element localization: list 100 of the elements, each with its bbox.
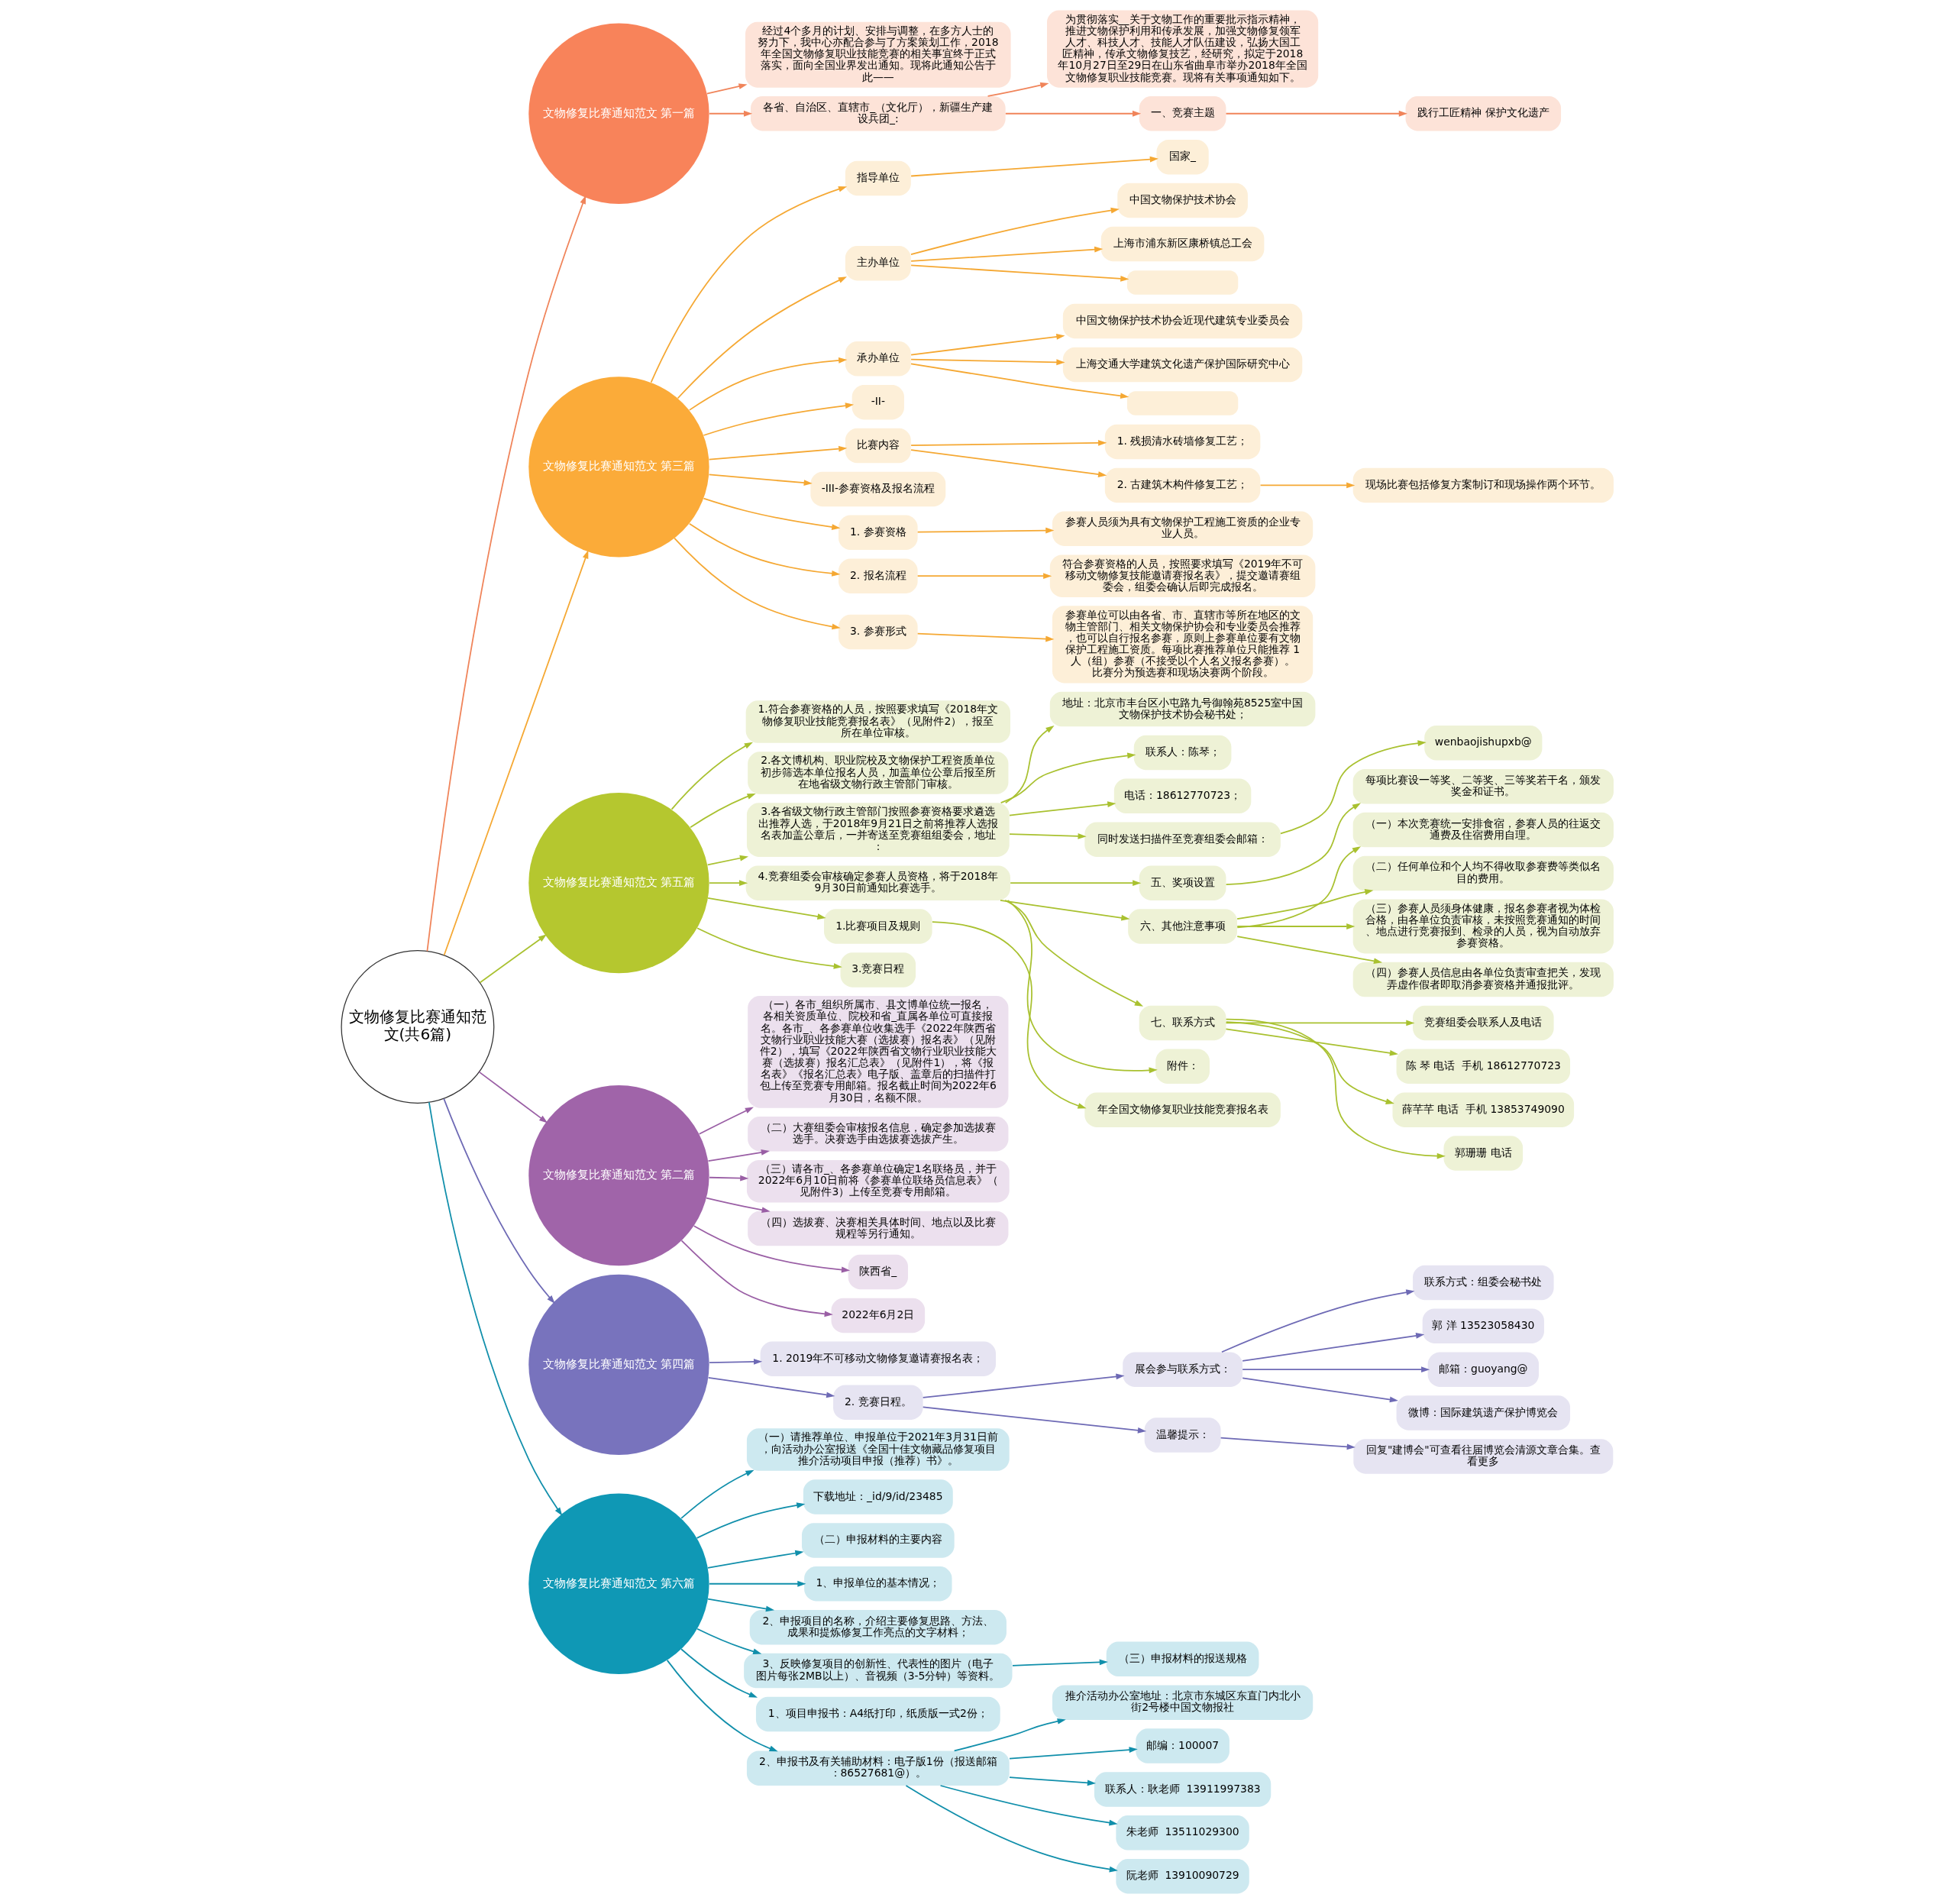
arrow (1221, 1289, 1415, 1353)
arrow (703, 402, 855, 436)
node-box: （三）申报材料的报送规格 (1106, 1641, 1259, 1677)
node-box: （三）参赛人员须身体健康，报名参赛者视为体检合格，由各单位负责审核，未按照竞赛通知的时间、地点进行竞赛报到、检录的人员，视为自动放弃参赛资格。 (1352, 899, 1614, 954)
node-box: （一）请推荐单位、申报单位于2021年3月31日前，向活动办公室报送《全国十佳文物藏品修复项目推介活动项目申报（推荐）书》。 (746, 1428, 1010, 1471)
node-box: 陕西省_ (848, 1254, 908, 1290)
arrow (689, 522, 841, 577)
arrow (910, 449, 1107, 477)
node-box (1126, 270, 1239, 295)
node-box: 国家_ (1156, 139, 1209, 175)
node-box: 邮编：100007 (1136, 1728, 1230, 1763)
arrow (1000, 900, 1130, 921)
node-box: 下载地址：_id/9/id/23485 (803, 1479, 953, 1514)
arrow (708, 474, 813, 487)
node-box: （二）申报材料的主要内容 (801, 1523, 955, 1558)
node-box: 4.竞赛组委会审核确定参赛人员资格，将于2018年9月30日前通知比赛选手。 (745, 865, 1010, 900)
arrow (698, 1107, 754, 1135)
arrow (910, 440, 1107, 446)
node-box: 展会参与联系方式： (1123, 1352, 1242, 1387)
node-box: 2. 报名流程 (839, 558, 918, 593)
node-box: 联系人：陈琴； (1133, 735, 1232, 771)
arrow (443, 1097, 555, 1304)
arrow (706, 83, 748, 95)
node-box: 1.符合参赛资格的人员，按照要求填写《2018年文物修复职业技能竞赛报名表》（见附件2），报至所在单位审核。 (745, 700, 1010, 743)
node-box: 推介活动办公室地址：北京市东城区东直门内北小街2号楼中国文物报社 (1052, 1685, 1314, 1720)
node-box: 竞赛组委会联系人及电话 (1413, 1005, 1554, 1041)
node-box: 指导单位 (845, 160, 911, 196)
arrow (910, 264, 1129, 282)
arrow (1220, 1437, 1356, 1450)
node-box: （一）各市_组织所属市、县文博单位统一报名，各相关资质单位、院校和省_直属各单位可直接报名。各市_、各参赛单位收集选手《2022年陕西省文物行业职业技能大赛（选拔赛）报名表》（见附件2），填写《2022年陕西省文物行业职业技能大赛（选拔赛）报名汇总表》（见附件1），将《报名表》《报名汇总表》电子版、盖章后的扫描件打包上传至竞赛专用邮箱。报名截止时间为2022年6月30日，名额不限。 (748, 996, 1009, 1108)
node-box: 年全国文物修复职业技能竞赛报名表 (1084, 1092, 1281, 1127)
node-box: 3.各省级文物行政主管部门按照参赛资格要求遴选出推荐人选，于2018年9月21日之前将推荐人选报名表加盖公章后，一并寄送至竞赛组组委会，地址： (746, 803, 1010, 857)
node-box: 薛芊芊 电话 手机 13853749090 (1392, 1092, 1575, 1127)
node-box: 2. 古建筑木构件修复工艺； (1104, 467, 1261, 503)
node-box: （四）参赛人员信息由各单位负责审查把关，发现弄虚作假者即取消参赛资格并通报批评。 (1352, 962, 1614, 997)
arrow (1280, 740, 1427, 835)
arrow (690, 793, 756, 829)
node-box: 中国文物保护技术协会近现代建筑专业委员会 (1062, 303, 1303, 339)
arrow (707, 1598, 775, 1612)
node-box: 微博：国际建筑遗产保护博览会 (1396, 1395, 1571, 1430)
arrow (671, 742, 753, 810)
arrow (1007, 900, 1158, 1074)
node-box (1126, 391, 1239, 415)
node-box: 参赛单位可以由各省、市、直辖市等所在地区的文物主管部门、相关文物保护协会和专业委员会推荐，也可以自行报名参赛，原则上参赛单位要有文物保护工程施工资质。每项比赛推荐单位只能推荐 1 人（组）参赛（不接受以个人名义报名参赛）。比赛分为预选赛和现场决赛两个阶段。 (1052, 606, 1314, 684)
node-box: 3、反映修复项目的创新性、代表性的图片（电子图片每张2MB以上）、音视频（3-5分钟）等资料。 (744, 1653, 1013, 1689)
node-box: -III-参赛资格及报名流程 (810, 471, 946, 507)
node-box: 比赛内容 (845, 428, 911, 464)
arrow (1009, 833, 1087, 839)
arrow (922, 1373, 1125, 1398)
node-box: 参赛人员须为具有文物保护工程施工资质的企业专业人员。 (1052, 511, 1314, 546)
arrow (680, 1648, 758, 1698)
node-box: 1. 参赛资格 (839, 515, 918, 551)
arrow (703, 497, 841, 530)
arrow (1242, 1333, 1425, 1362)
node-box: 上海交通大学建筑文化遗产保护国际研究中心 (1062, 347, 1303, 383)
node-box: 现场比赛包括修复方案制订和现场操作两个环节。 (1352, 467, 1614, 503)
arrow (1259, 482, 1356, 489)
arrow (932, 921, 1087, 1109)
arrow (707, 1149, 770, 1162)
arrow (910, 207, 1120, 256)
node-box: 七、联系方式 (1139, 1005, 1226, 1041)
arrow (922, 1406, 1147, 1434)
arrow (680, 1469, 755, 1519)
node-box: -II- (851, 384, 904, 420)
arrow (916, 527, 1055, 534)
node-box: 郭珊珊 电话 (1443, 1136, 1524, 1171)
node-box: 上海市浦东新区康桥镇总工会 (1100, 226, 1265, 262)
arrow (426, 195, 586, 952)
node-box: 践行工匠精神 保护文化遗产 (1405, 96, 1562, 131)
arrow (1236, 936, 1383, 965)
node-circle: 文物修复比赛通知范文 第五篇 (528, 792, 709, 974)
arrow (910, 363, 1129, 399)
node-box: 2、申报项目的名称，介绍主要修复思路、方法、成果和提炼修复工作亮点的文字材料； (749, 1609, 1007, 1645)
node-circle: 文物修复比赛通知范文 第六篇 (528, 1493, 709, 1674)
arrow (677, 276, 847, 399)
arrow (443, 550, 589, 956)
node-box: 每项比赛设一等奖、二等奖、三等奖若干名，颁发奖金和证书。 (1352, 769, 1614, 804)
arrow (674, 537, 841, 630)
arrow (709, 1580, 806, 1587)
arrow (696, 1628, 762, 1655)
arrow (696, 1502, 806, 1539)
arrow (666, 1660, 778, 1752)
node-box: 1. 残损清水砖墙修复工艺； (1104, 424, 1261, 460)
arrow (1225, 1021, 1394, 1104)
node-box: 2.各文博机构、职业院校及文物保护工程资质单位初步筛选本单位报名人员，加盖单位公章后报至所在地省级文物行政主管部门审核。 (748, 752, 1009, 794)
node-box: （三）请各市_、各参赛单位确定1名联络员，并于2022年6月10日前将《参赛单位联络员信息表》（见附件3）上传至竞赛专用邮箱。 (746, 1159, 1010, 1203)
node-box: 1、申报单位的基本情况； (804, 1566, 952, 1602)
node-box: 陈 琴 电话 手机 18612770723 (1396, 1049, 1571, 1085)
node-box: 1.比赛项目及规则 (824, 909, 932, 944)
arrow (688, 357, 848, 411)
node-box: 为贯彻落实__关于文物工作的重要批示指示精神，推进文物保护利用和传承发展，加强文物修复领军人才、科技人才、技能人才队伍建设，弘扬大国工匠精神，传承文物修复技艺，经研究，拟定于2018年10月27日至29日在山东省曲阜市举办2018年全国文物修复职业技能竞赛。现将有关事项通知如下。 (1047, 10, 1319, 88)
arrow (693, 1225, 851, 1273)
arrow (650, 186, 848, 383)
arrow (1012, 1659, 1108, 1666)
arrow (706, 855, 749, 866)
node-box: wenbaojishupxb@ (1424, 726, 1543, 761)
arrow (428, 1101, 563, 1516)
arrow (987, 82, 1049, 97)
arrow (707, 897, 826, 920)
node-circle: 文物修复比赛通知范文 第三篇 (528, 377, 709, 558)
